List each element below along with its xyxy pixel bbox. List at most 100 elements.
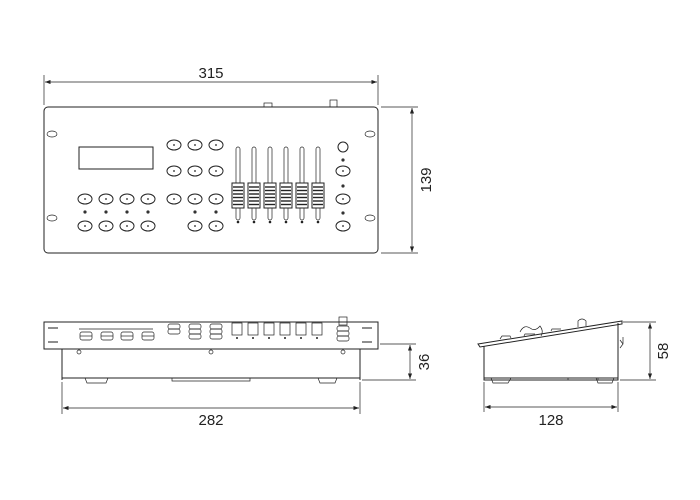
fader-knob xyxy=(295,182,309,209)
rear-controls xyxy=(48,322,372,343)
mount-holes xyxy=(46,130,376,222)
button xyxy=(187,220,203,232)
dim-side-height xyxy=(620,321,656,381)
button-center xyxy=(173,170,175,172)
fader-knob xyxy=(279,182,293,209)
button xyxy=(187,193,203,205)
button-center xyxy=(126,225,128,227)
led-indicator xyxy=(104,210,108,214)
led-indicator xyxy=(125,210,129,214)
button-center xyxy=(215,170,217,172)
top-tab xyxy=(329,99,338,108)
fader-knob xyxy=(247,182,261,209)
button-center xyxy=(194,225,196,227)
button-side xyxy=(209,323,223,330)
button xyxy=(166,139,182,151)
button-center xyxy=(147,198,149,200)
button-center xyxy=(194,170,196,172)
button-side xyxy=(336,330,350,337)
button xyxy=(335,165,351,177)
fader-knob xyxy=(231,182,245,209)
front-panel xyxy=(43,106,379,254)
fader-end xyxy=(300,220,304,224)
button-center xyxy=(215,144,217,146)
button xyxy=(335,220,351,232)
button xyxy=(119,193,135,205)
fader-end xyxy=(252,337,254,339)
side-depth-label: 128 xyxy=(538,412,563,429)
dim-rear-width xyxy=(61,382,361,414)
button-center xyxy=(342,225,344,227)
button-center xyxy=(126,198,128,200)
fader-end xyxy=(284,220,288,224)
button-center xyxy=(105,225,107,227)
button xyxy=(208,139,224,151)
button-side xyxy=(209,328,223,335)
button xyxy=(166,165,182,177)
fader-end xyxy=(268,220,272,224)
led-indicator xyxy=(341,184,345,188)
button-center xyxy=(194,198,196,200)
button xyxy=(208,165,224,177)
fader-end xyxy=(316,220,320,224)
fader-end xyxy=(268,337,270,339)
mount-hole xyxy=(46,214,58,222)
button-side xyxy=(188,323,202,330)
front-height-label: 139 xyxy=(418,167,435,192)
mount-hole xyxy=(364,130,376,138)
button-center xyxy=(215,225,217,227)
button-center xyxy=(84,198,86,200)
dim-side-depth xyxy=(483,382,619,412)
mount-hole xyxy=(46,130,58,138)
button xyxy=(187,165,203,177)
button-center xyxy=(342,170,344,172)
knob xyxy=(338,316,348,326)
button-array xyxy=(77,139,351,232)
button-center xyxy=(342,198,344,200)
button-side xyxy=(336,325,350,332)
button-center xyxy=(147,225,149,227)
button-center xyxy=(105,198,107,200)
button-side xyxy=(188,328,202,335)
button xyxy=(77,193,93,205)
fader-knob xyxy=(311,182,325,209)
dim-rear-height xyxy=(362,343,416,381)
fader-slot xyxy=(311,322,323,336)
rear-height-label: 36 xyxy=(416,354,433,371)
button-center xyxy=(194,144,196,146)
lcd-display xyxy=(78,146,154,170)
mount-hole xyxy=(364,214,376,222)
button-center xyxy=(173,144,175,146)
button-side xyxy=(209,333,223,340)
fader-end xyxy=(236,337,238,339)
led-indicator xyxy=(146,210,150,214)
front-view xyxy=(43,99,379,254)
button xyxy=(187,139,203,151)
dim-front-height xyxy=(381,106,418,254)
button-side xyxy=(336,335,350,342)
button-center xyxy=(84,225,86,227)
button xyxy=(98,220,114,232)
side-knob xyxy=(519,325,543,337)
front-width-label: 315 xyxy=(198,65,223,82)
fader-slot xyxy=(231,322,243,336)
button xyxy=(77,220,93,232)
rear-width-label: 282 xyxy=(198,412,223,429)
fader-end xyxy=(236,220,240,224)
button xyxy=(208,193,224,205)
fader-bank xyxy=(231,146,325,224)
led-indicator xyxy=(83,210,87,214)
button xyxy=(119,220,135,232)
dim-front-width xyxy=(43,75,379,105)
button xyxy=(335,193,351,205)
side-view xyxy=(477,318,624,384)
button-side xyxy=(167,323,181,330)
button-side xyxy=(167,328,181,335)
button xyxy=(208,220,224,232)
fader-end xyxy=(284,337,286,339)
fader-slot xyxy=(247,322,259,336)
fader-slot xyxy=(295,322,307,336)
feet xyxy=(84,377,338,384)
